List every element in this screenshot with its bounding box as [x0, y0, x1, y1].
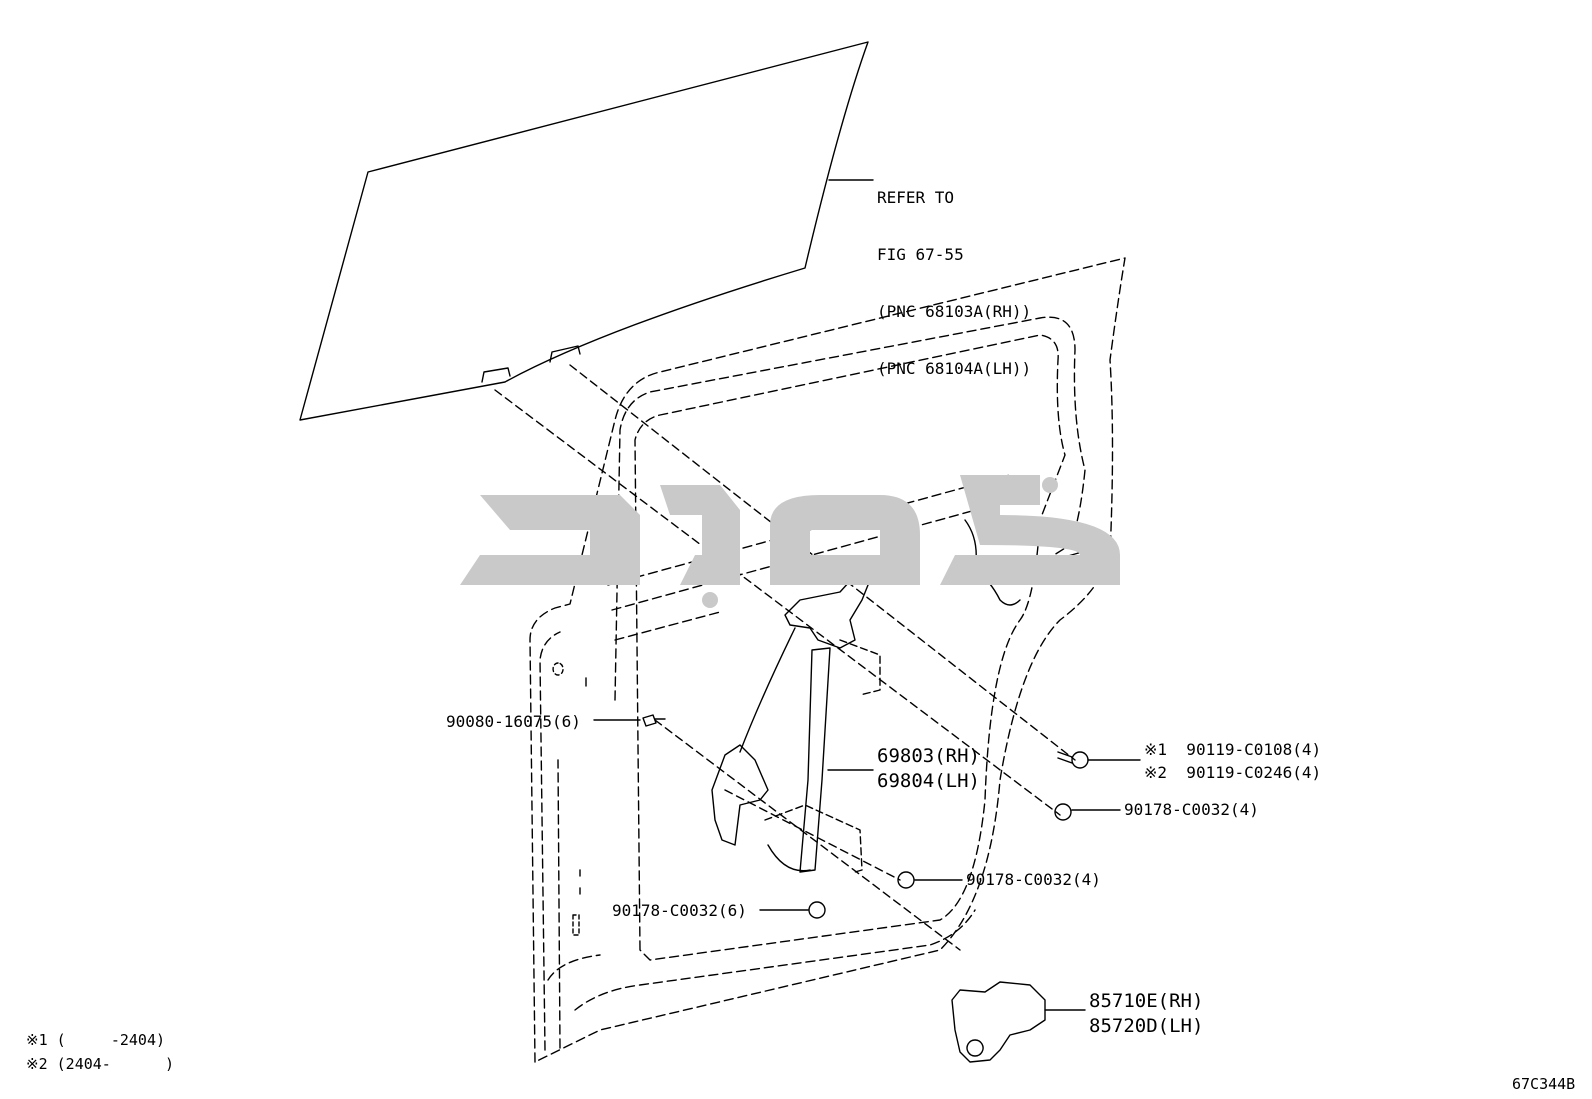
regulator-lower-bracket: [711, 744, 769, 846]
nut-lower-left: [808, 901, 826, 919]
footnote-1: ※1 ( -2404): [26, 1031, 165, 1049]
part-label-nut-middle: 90178-C0032(4): [966, 870, 1101, 889]
part-label-bolt-left: 90080-16075(6): [446, 712, 581, 731]
part-label-nut-lower-left: 90178-C0032(6): [612, 901, 747, 920]
leader-lines: [593, 179, 1141, 1011]
nut-upper-right: [1054, 803, 1072, 821]
belt-line-channel: [607, 474, 1013, 641]
bolt-right: [1057, 751, 1089, 769]
reference-line: REFER TO: [877, 188, 955, 207]
glass-clip-right: [549, 345, 581, 363]
bolt-upper-left: [642, 714, 666, 727]
glass-clip-left: [481, 367, 511, 383]
footnote-2: ※2 (2404- ): [26, 1055, 175, 1073]
window-motor: [951, 981, 1046, 1063]
nut-middle: [897, 871, 915, 889]
part-label-motor-rh: 85710E(RH): [1089, 990, 1204, 1012]
part-label-bolt-right-1: ※1 90119-C0108(4): [1144, 740, 1322, 759]
watermark-logo: [460, 475, 1120, 608]
regulator-guide-box: [764, 639, 881, 873]
door-glass: [299, 41, 869, 421]
part-label-nut-upper-right: 90178-C0032(4): [1124, 800, 1259, 819]
reference-note: REFER TO FIG 67-55 (PNC 68103A(RH)) (PNC…: [877, 150, 1031, 416]
assembly-guide-lines: [494, 364, 1076, 951]
door-hole-1: [552, 662, 564, 676]
reference-line: FIG 67-55: [877, 245, 964, 264]
reference-line: (PNC 68104A(LH)): [877, 359, 1032, 378]
door-inner-frame: [614, 316, 1086, 701]
door-outer-panel: [529, 257, 1126, 1063]
door-lower-hem: [574, 909, 976, 1011]
part-label-regulator-lh: 69804(LH): [877, 770, 980, 792]
regulator-upper-bracket: [784, 569, 869, 649]
door-edge-flange: [539, 631, 601, 1051]
diagram-code: 67C344B: [1512, 1075, 1576, 1093]
door-hole-3: [579, 677, 587, 895]
regulator-rail: [799, 647, 831, 873]
part-label-motor-lh: 85720D(LH): [1089, 1015, 1204, 1037]
door-inner-opening: [634, 334, 1066, 961]
reference-line: (PNC 68103A(RH)): [877, 302, 1032, 321]
regulator-cable: [739, 627, 811, 872]
part-label-regulator-rh: 69803(RH): [877, 745, 980, 767]
part-label-bolt-right-2: ※2 90119-C0246(4): [1144, 763, 1322, 782]
door-hole-2: [572, 914, 580, 936]
